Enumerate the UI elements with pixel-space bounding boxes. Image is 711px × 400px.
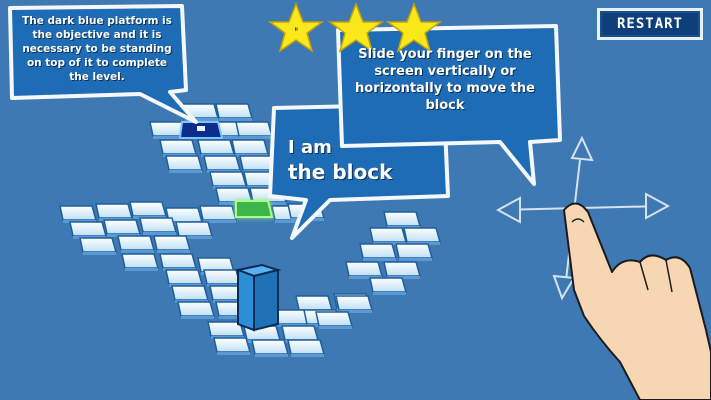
star-icon [267,1,325,53]
star-rating: ײ [267,1,443,53]
arrow-up-icon [570,135,594,162]
start-tile [235,200,274,218]
board-tile [345,261,383,277]
board-tile-edge [399,258,432,261]
board-tile [213,337,251,353]
board-tile-edge [219,118,252,121]
board-tile [95,203,133,219]
board-tile-edge [157,250,190,253]
board-tile [235,121,273,137]
arrow-right-icon [645,192,671,220]
board-tile-edge [169,170,202,173]
board-tile [175,221,213,237]
board-tile-edge [291,354,324,357]
board-tile-edge [125,268,158,271]
board-tile-edge [83,252,116,255]
arrow-down-icon [552,274,576,301]
board-tile [69,221,107,237]
board-tile-edge [203,220,236,223]
board-tile [315,311,353,327]
board-tile-edge [363,258,396,261]
goal-platform [178,121,224,139]
board-tile [159,253,197,269]
board-tile [395,243,433,259]
star-icon [385,1,443,53]
star-label: ײ [294,25,298,36]
board-tile-edge [373,292,406,295]
board-tile-edge [319,326,352,329]
board-tile [231,139,269,155]
board-tile [103,219,141,235]
board-tile-edge [121,250,154,253]
board-tile [129,201,167,217]
board-tile [215,187,253,203]
board-tile-edge [181,316,214,319]
board-tile [369,227,407,243]
board-tile [79,237,117,253]
board-tile [251,339,289,355]
board-tile [287,339,325,355]
player-block[interactable] [234,263,282,332]
board-tile [335,295,373,311]
board-tile-edge [153,136,186,139]
board-tile [295,295,333,311]
board-tile-edge [143,232,176,235]
board-tile [121,253,159,269]
swipe-text: Slide your finger on the screen vertical… [355,47,535,113]
board-tile [199,205,237,221]
board-tile [159,139,197,155]
block-text: I am the block [288,136,418,184]
board-tile [171,285,209,301]
restart-button[interactable]: RESTART [597,8,703,40]
board-tile-edge [255,354,288,357]
objective-text: The dark blue platform is the objective … [22,15,172,83]
board-tile [209,171,247,187]
board-tile [117,235,155,251]
board-tile [403,227,441,243]
board-tile [281,325,319,341]
block-text-line2: the block [288,160,393,184]
board-tile [369,277,407,293]
objective-bubble [8,4,198,124]
board-tile [139,217,177,233]
board-tile [165,269,203,285]
board-tile [59,205,97,221]
board-tile [177,301,215,317]
board-tile-edge [217,352,250,355]
board-tile [383,261,421,277]
board-tile [165,155,203,171]
board-tile [153,235,191,251]
arrow-left-icon [495,196,521,224]
board-tile-edge [239,136,272,139]
board-tile [215,103,253,119]
board-tile [197,139,235,155]
board-tile [359,243,397,259]
board-tile [203,269,241,285]
board-tile [383,211,421,227]
block-text-line1: I am [288,137,332,158]
level-board [59,103,441,357]
swipe-bubble [336,24,562,186]
hand-pointer-icon [563,202,711,400]
star-icon [327,1,385,53]
board-tile [203,155,241,171]
